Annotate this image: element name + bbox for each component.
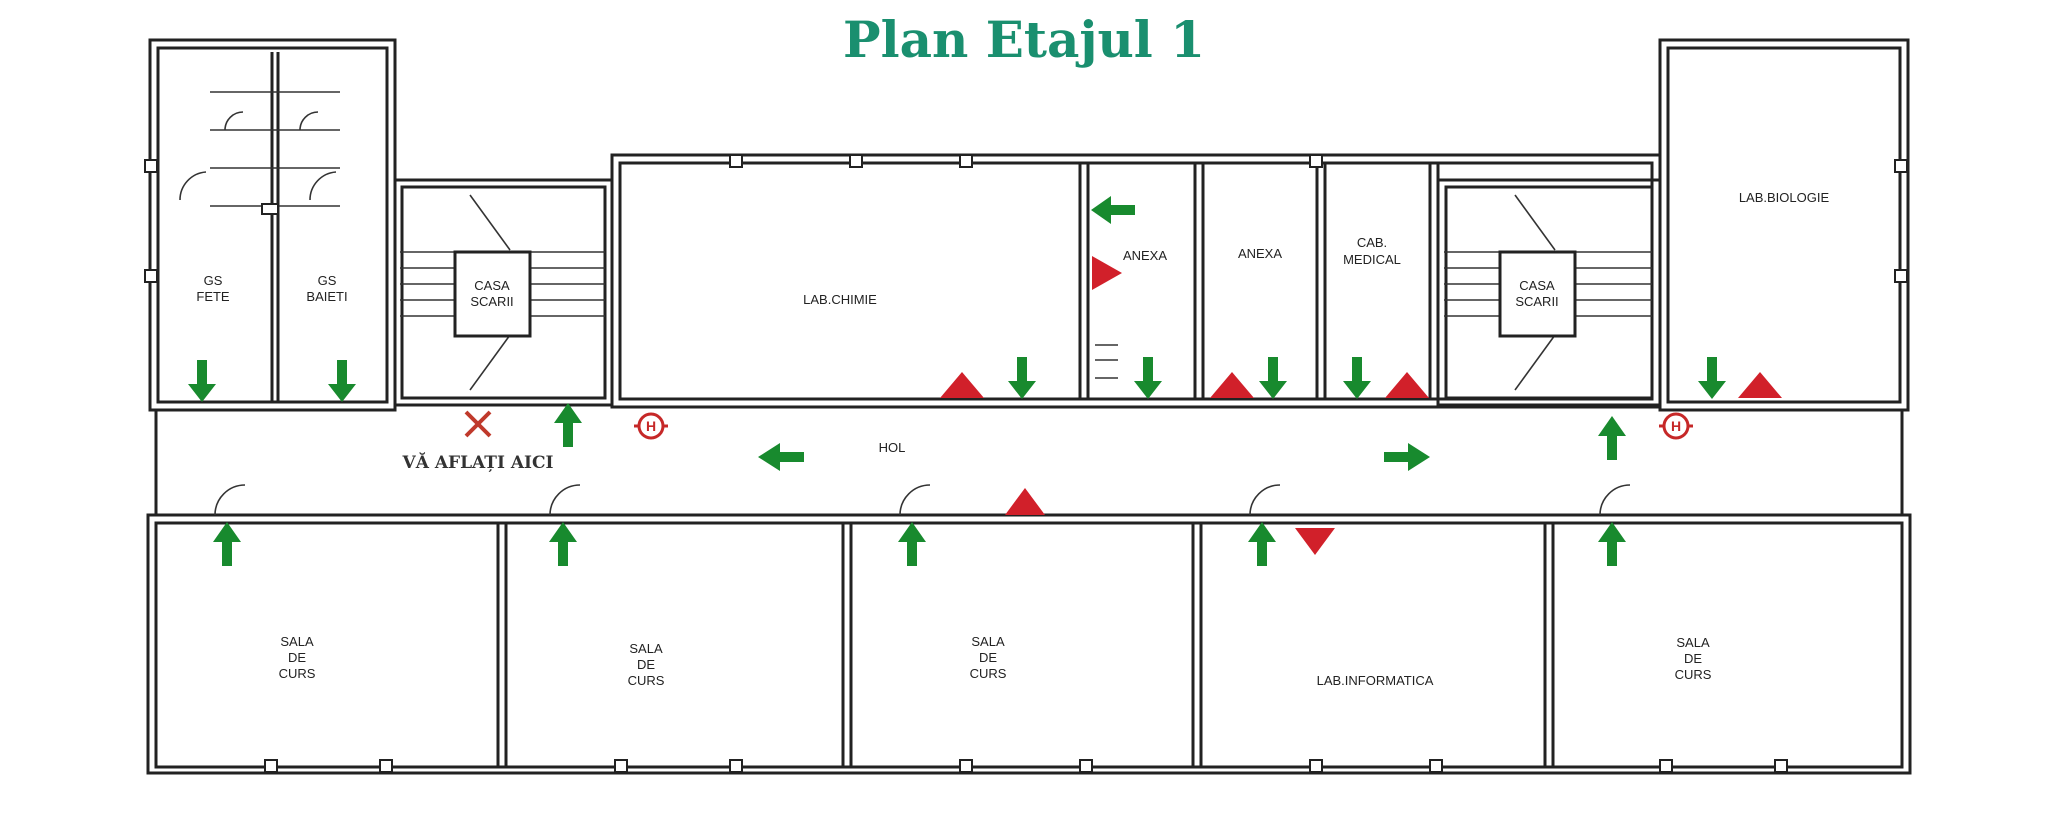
room-sala-5: SALA [1676,635,1710,650]
window-posts [144,154,1908,773]
svg-text:CURS: CURS [1675,667,1712,682]
room-lab-biologie: LAB.BIOLOGIE [1739,190,1830,205]
extinguisher-icon [1210,372,1254,398]
exit-arrow-up-icon [1248,522,1276,566]
hydrant-icon: H [634,412,668,440]
exit-arrow-up-icon [1598,522,1626,566]
extinguisher-icon [1295,528,1335,555]
room-casa-scarii-right: CASA [1519,278,1555,293]
exit-arrow-down-icon [328,360,356,402]
extinguisher-icon [1385,372,1429,398]
room-sala-1: SALA [280,634,314,649]
exit-arrow-down-icon [1008,357,1036,399]
stairwell-right [1436,178,1662,407]
extinguisher-icon [1092,256,1122,290]
exit-arrow-up-icon [213,522,241,566]
stairwell-left [393,178,614,407]
svg-text:H: H [1671,418,1681,434]
room-sala-3: SALA [971,634,1005,649]
toilet-block [179,52,340,402]
page-title: Plan Etajul 1 [843,10,1205,69]
room-anexa-1: ANEXA [1123,248,1167,263]
you-are-here-marker [464,410,492,438]
extinguisher-icon [1738,372,1782,398]
svg-text:FETE: FETE [196,289,230,304]
exit-arrow-up-icon [549,522,577,566]
exit-arrow-up-icon [554,403,582,447]
exit-arrow-down-icon [1343,357,1371,399]
room-anexa-2: ANEXA [1238,246,1282,261]
room-casa-scarii-left: CASA [474,278,510,293]
extinguisher-icon [940,372,984,398]
svg-text:CURS: CURS [970,666,1007,681]
room-sala-2: SALA [629,641,663,656]
room-gs-fete: GS [204,273,223,288]
room-lab-informatica: LAB.INFORMATICA [1317,673,1434,688]
exit-arrow-down-icon [188,360,216,402]
you-are-here-label: VĂ AFLAȚI AICI [402,452,554,473]
exit-arrow-down-icon [1134,357,1162,399]
exit-arrow-down-icon [1259,357,1287,399]
exit-arrow-left-icon [758,443,804,471]
exit-arrow-up-icon [898,522,926,566]
exit-arrow-right-icon [1384,443,1430,471]
svg-text:H: H [646,418,656,434]
svg-text:DE: DE [1684,651,1702,666]
svg-text:CURS: CURS [628,673,665,688]
room-lab-chimie: LAB.CHIMIE [803,292,877,307]
room-gs-baieti: GS [318,273,337,288]
svg-text:CURS: CURS [279,666,316,681]
room-cab-medical: CAB. [1357,235,1387,250]
svg-text:SCARII: SCARII [1515,294,1558,309]
hydrant-icon: H [1659,412,1693,440]
exit-arrow-up-icon [1598,416,1626,460]
exit-arrow-left-icon [1091,196,1135,224]
exit-arrow-down-icon [1698,357,1726,399]
north-rooms [610,153,1662,409]
svg-text:DE: DE [637,657,655,672]
extinguisher-icon [1005,488,1045,515]
svg-text:MEDICAL: MEDICAL [1343,252,1401,267]
svg-text:SCARII: SCARII [470,294,513,309]
room-hol: HOL [879,440,906,455]
svg-text:BAIETI: BAIETI [306,289,347,304]
south-rooms [214,484,1631,767]
svg-text:DE: DE [288,650,306,665]
svg-text:DE: DE [979,650,997,665]
